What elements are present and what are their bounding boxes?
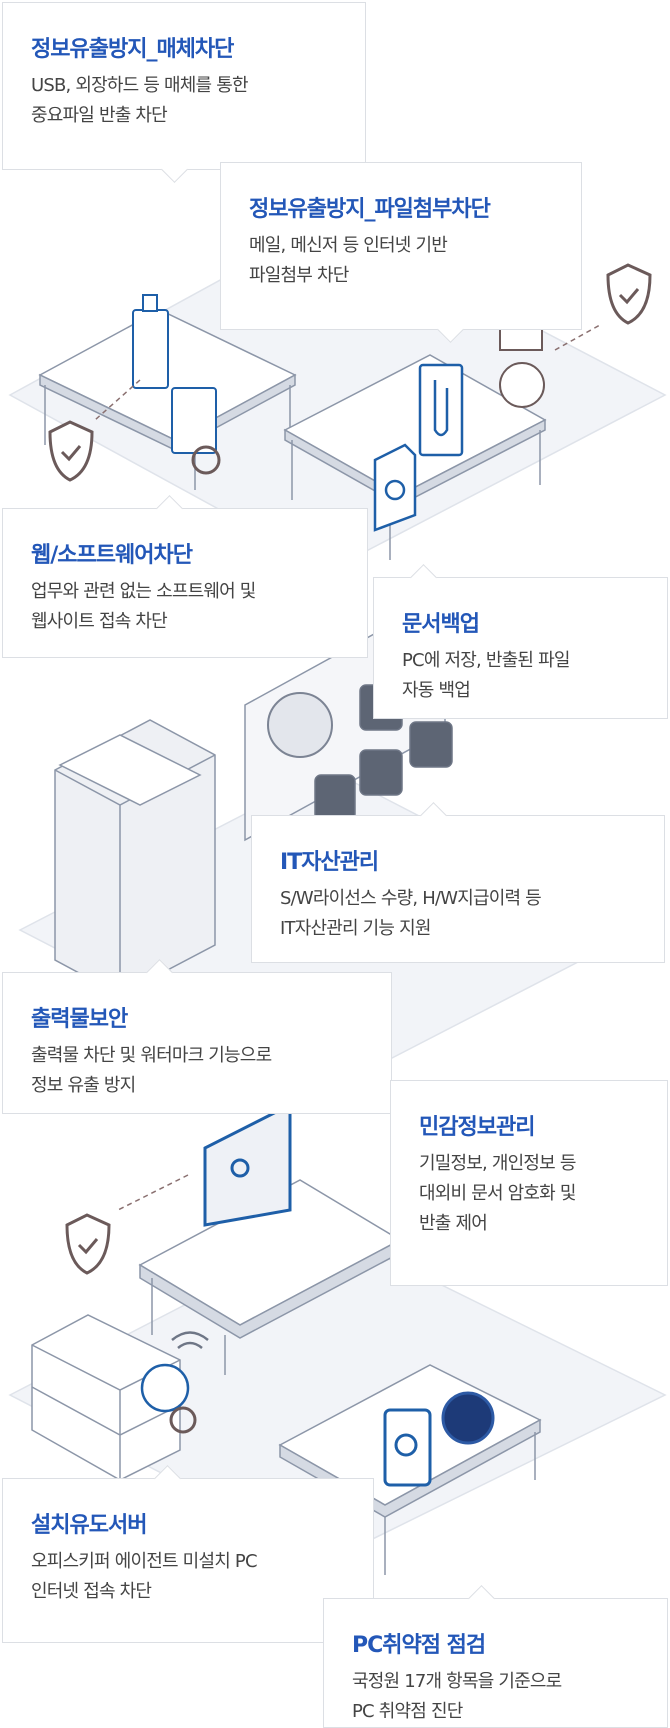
feature-title: PC취약점 점검 (352, 1633, 486, 1658)
chat-icon (499, 362, 545, 408)
feature-title: IT자산관리 (280, 850, 379, 875)
office-icon (314, 774, 356, 821)
pdf-icon (359, 749, 403, 796)
feature-title: 웹/소프트웨어차단 (31, 543, 193, 568)
shield-check-icon (606, 263, 652, 325)
block-icon (169, 1406, 197, 1434)
shield-check-icon (65, 1213, 111, 1275)
hangul-icon (409, 721, 453, 768)
printer-lock-icon (54, 719, 216, 996)
feature-title: 문서백업 (402, 612, 480, 637)
wifi-icon (171, 1331, 209, 1349)
feature-title: 정보유출방지_파일첨부차단 (249, 197, 491, 222)
attachment-icon (418, 363, 464, 457)
block-icon (191, 445, 221, 475)
feature-title: 정보유출방지_매체차단 (31, 37, 234, 62)
document-sync-icon (373, 443, 417, 532)
feature-title: 출력물보안 (31, 1007, 128, 1032)
feature-title: 설치유도서버 (31, 1513, 147, 1538)
search-icon (383, 1408, 432, 1487)
feature-title: 민감정보관리 (419, 1115, 535, 1140)
globe-icon (140, 1363, 190, 1413)
usb-icon (132, 294, 169, 389)
shield-check-icon (48, 420, 94, 482)
gear-icon (267, 692, 333, 758)
server-stack (31, 1314, 181, 1481)
seal-icon (441, 1391, 495, 1445)
card-icon (171, 387, 217, 454)
user-profile-icon (203, 1102, 292, 1227)
